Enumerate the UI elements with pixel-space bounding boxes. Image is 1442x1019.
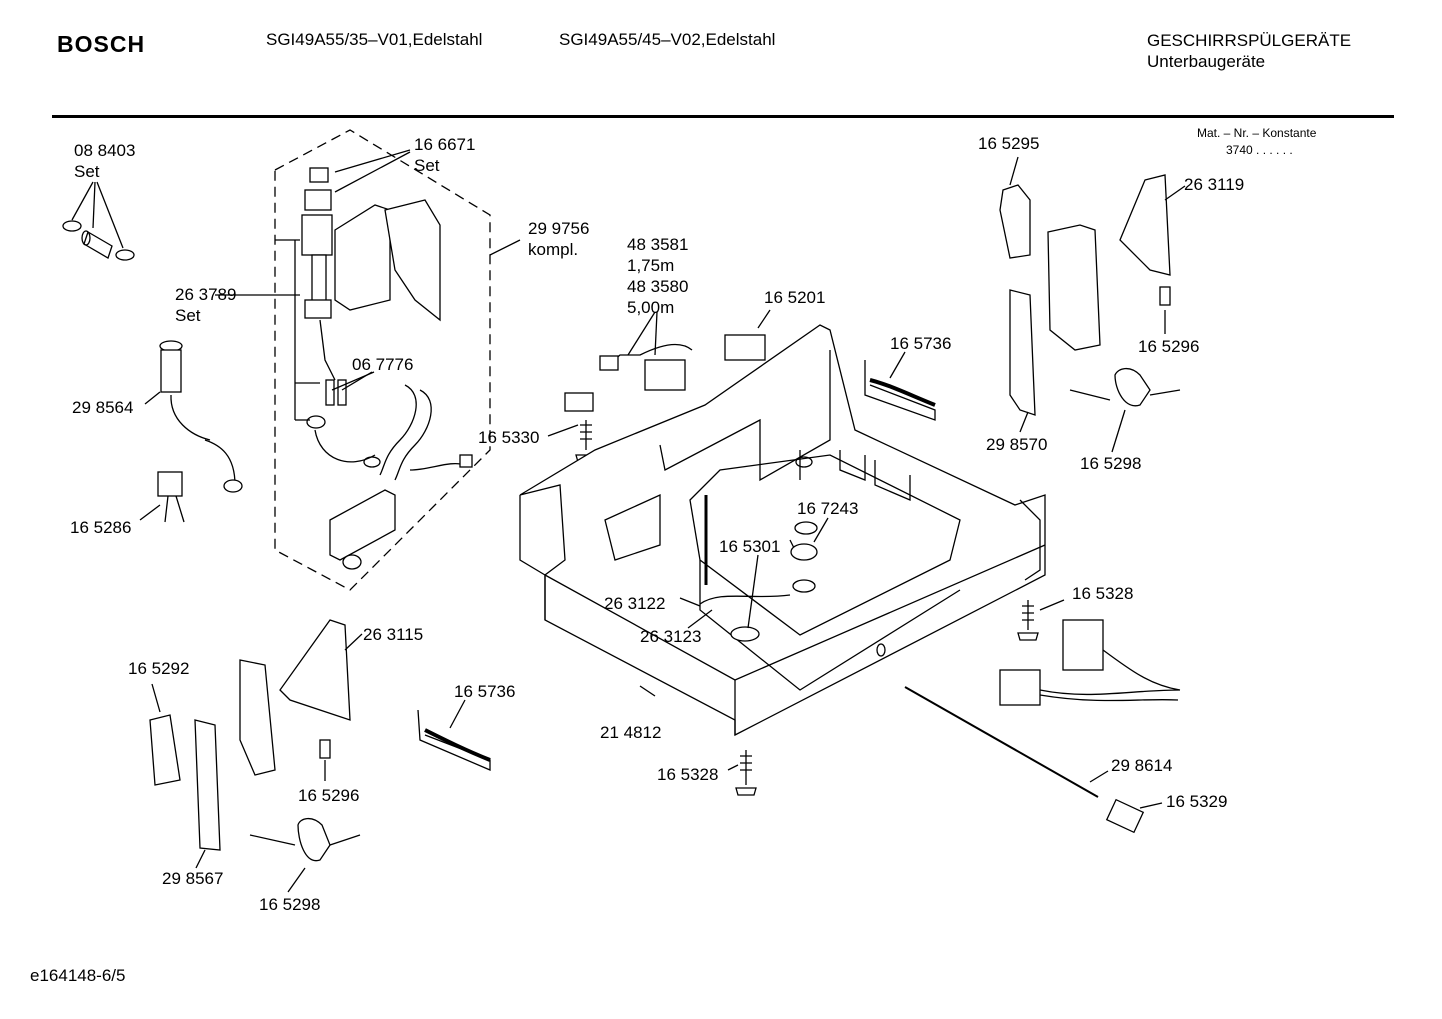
label-165286: 16 5286 xyxy=(70,518,132,537)
connector-165201-part xyxy=(724,334,766,361)
document-id: e164148-6/5 xyxy=(30,966,126,985)
valve-assembly-part xyxy=(301,167,441,429)
cable-483581-part xyxy=(599,343,693,391)
label-483581: 48 3581 xyxy=(627,235,689,254)
label-263115: 26 3115 xyxy=(363,625,424,644)
label-165295: 16 5295 xyxy=(978,134,1040,153)
label-set-1: Set xyxy=(74,162,100,181)
cable-263122-part xyxy=(699,594,791,605)
label-299756: 29 9756 xyxy=(528,219,590,238)
label-483580: 48 3580 xyxy=(627,277,689,296)
label-165296-left: 16 5296 xyxy=(298,786,360,805)
label-165296-right: 16 5296 xyxy=(1138,337,1200,356)
label-165292: 16 5292 xyxy=(128,659,190,678)
screw-165328-bottom-part xyxy=(735,750,757,796)
kit-holder-part xyxy=(329,489,396,561)
label-263789: 26 3789 xyxy=(175,285,237,304)
mat-nr-value: 3740 . . . . . . xyxy=(1226,143,1293,157)
label-263123: 26 3123 xyxy=(640,627,702,646)
label-165301: 16 5301 xyxy=(719,537,781,556)
label-214812: 21 4812 xyxy=(600,723,662,742)
label-165201: 16 5201 xyxy=(764,288,826,307)
bracket-right-part xyxy=(999,174,1181,416)
label-088403: 08 8403 xyxy=(74,141,136,160)
label-298567: 29 8567 xyxy=(162,869,224,888)
label-165736-top: 16 5736 xyxy=(890,334,952,353)
wire-harness-part xyxy=(999,619,1181,706)
label-298570: 29 8570 xyxy=(986,435,1048,454)
label-167243: 16 7243 xyxy=(797,499,859,518)
model-1: SGI49A55/35–V01,Edelstahl xyxy=(266,30,483,49)
cap-165329-part xyxy=(1105,798,1145,834)
kit-dashed-outline xyxy=(274,129,491,591)
rod-298614-part xyxy=(904,686,1099,798)
label-165298-left: 16 5298 xyxy=(259,895,321,914)
model-2: SGI49A55/45–V02,Edelstahl xyxy=(559,30,776,49)
subcategory-title: Unterbaugeräte xyxy=(1147,52,1266,71)
category-title: GESCHIRRSPÜLGERÄTE xyxy=(1147,31,1352,50)
label-263119: 26 3119 xyxy=(1184,175,1245,194)
float-165301-part xyxy=(730,626,760,642)
label-set-2: Set xyxy=(414,156,440,175)
label-165329: 16 5329 xyxy=(1166,792,1228,811)
label-298564: 29 8564 xyxy=(72,398,134,417)
label-kompl: kompl. xyxy=(528,240,579,259)
label-298614: 29 8614 xyxy=(1111,756,1173,775)
label-165328-right: 16 5328 xyxy=(1072,584,1134,603)
label-165330: 16 5330 xyxy=(478,428,540,447)
heater-165736-top-part xyxy=(864,360,936,421)
heater-165736-bottom-part xyxy=(417,709,491,771)
brand-logo: BOSCH xyxy=(57,31,146,57)
seal-167243-part xyxy=(794,521,818,535)
label-length-500: 5,00m xyxy=(627,298,675,317)
base-tub-part xyxy=(519,324,1046,737)
label-263122: 26 3122 xyxy=(604,594,666,613)
mat-nr-label: Mat. – Nr. – Konstante xyxy=(1197,126,1317,140)
label-set-3: Set xyxy=(175,306,201,325)
screw-165328-right-part xyxy=(1017,600,1039,641)
label-165328-bottom: 16 5328 xyxy=(657,765,719,784)
screw-165330-part xyxy=(575,420,597,463)
header-rule xyxy=(52,115,1394,118)
label-067776: 06 7776 xyxy=(352,355,414,374)
label-165298-right: 16 5298 xyxy=(1080,454,1142,473)
bracket-left-part xyxy=(149,619,361,862)
clamp-set-part xyxy=(62,220,135,261)
label-166671: 16 6671 xyxy=(414,135,476,154)
hose-298564-part xyxy=(159,340,243,493)
clip-165286-part xyxy=(157,471,185,523)
block-part xyxy=(564,392,594,412)
label-165736-bottom: 16 5736 xyxy=(454,682,516,701)
drain-hose-part xyxy=(314,384,473,481)
label-length-175: 1,75m xyxy=(627,256,675,275)
